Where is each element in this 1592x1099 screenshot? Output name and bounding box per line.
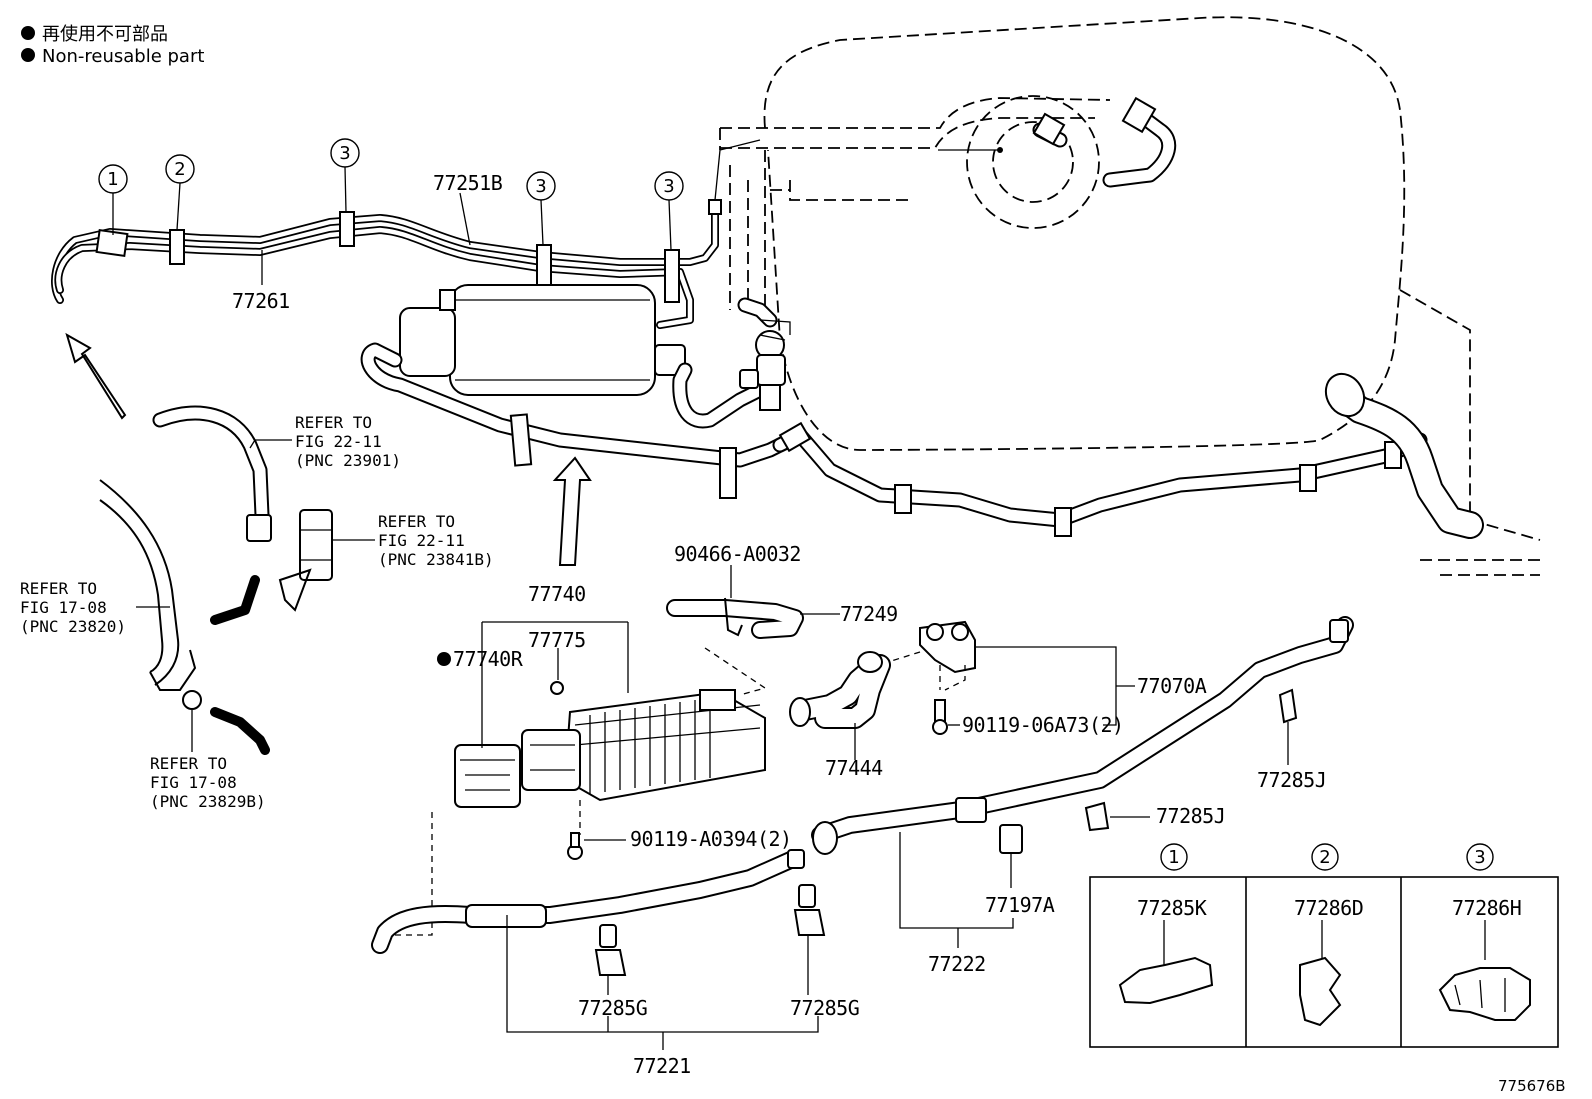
upper-labels: 77251B 77261 1 2 3 3 3 (98, 138, 684, 313)
hose-77222 (811, 616, 1354, 948)
svg-text:REFER TO: REFER TO (378, 512, 455, 531)
part-label-77249: 77249 (840, 602, 898, 626)
part-label-77285G-right: 77285G (790, 996, 859, 1020)
part-label-77070A: 77070A (1137, 674, 1207, 698)
refer-note-pnc-23820: REFER TO FIG 17-08 (PNC 23820) (20, 579, 170, 636)
figure-id: 775676B (1498, 1077, 1566, 1095)
lower-vapor-hose (772, 421, 1428, 537)
clip-table-header-1: 1 (1160, 843, 1188, 871)
clip-part-77286H: 77286H (1452, 896, 1521, 920)
svg-text:FIG 22-11: FIG 22-11 (295, 432, 382, 451)
part-label-77444: 77444 (825, 756, 883, 780)
clip-77285G-right (793, 884, 826, 995)
part-label-77285G-left: 77285G (578, 996, 647, 1020)
lower-labels: 77740 77775 77740R 90466-A0032 77249 770… (437, 542, 1327, 1078)
filler-neck-hose (1324, 372, 1484, 539)
hose-77221 (371, 849, 819, 1050)
part-label-77197A: 77197A (985, 893, 1055, 917)
group-bracket-77740 (375, 621, 629, 936)
hose-77249 (666, 565, 840, 696)
part-label-77251B: 77251B (433, 171, 503, 195)
svg-text:FIG 17-08: FIG 17-08 (150, 773, 237, 792)
valve-77070A (887, 620, 1135, 735)
part-label-90119-A0394: 90119-A0394(2) (630, 827, 792, 851)
svg-text:FIG 17-08: FIG 17-08 (20, 598, 107, 617)
clip-77285J-upper (1278, 688, 1298, 765)
part-label-77221: 77221 (633, 1054, 691, 1078)
canister-77740 (454, 681, 766, 860)
clip-77197A (999, 824, 1023, 888)
svg-text:REFER TO: REFER TO (20, 579, 97, 598)
clip-77285J-lower (1084, 801, 1150, 832)
svg-text:REFER TO: REFER TO (150, 754, 227, 773)
refer-note-pnc-23901: REFER TO FIG 22-11 (PNC 23901) (249, 413, 401, 470)
svg-text:(PNC 23901): (PNC 23901) (295, 451, 401, 470)
non-reusable-bullet-icon (21, 48, 35, 62)
part-label-77740: 77740 (528, 582, 586, 606)
clip-table-header-2: 2 (1311, 843, 1339, 871)
part-label-77261: 77261 (232, 289, 290, 313)
svg-text:1: 1 (107, 169, 118, 190)
vapor-line-to-valve (672, 297, 791, 429)
svg-text:REFER TO: REFER TO (295, 413, 372, 432)
svg-text:FIG 22-11: FIG 22-11 (378, 531, 465, 550)
clip-reference-table: 1 2 3 77285K 77286D 77286H (1089, 843, 1559, 1048)
svg-text:(PNC 23829B): (PNC 23829B) (150, 792, 266, 811)
svg-text:2: 2 (174, 159, 185, 180)
part-label-77285J-upper: 77285J (1257, 768, 1326, 792)
refer-note-pnc-23841B: REFER TO FIG 22-11 (PNC 23841B) (333, 512, 494, 569)
part-label-90466-A0032: 90466-A0032 (674, 542, 801, 566)
svg-text:3: 3 (339, 143, 350, 164)
fuel-tube-77261 (51, 139, 761, 329)
canister-assembly-view (360, 284, 808, 499)
svg-text:77740R: 77740R (453, 647, 524, 671)
clip-callout-3c: 3 (654, 171, 684, 251)
part-label-77285J-lower: 77285J (1156, 804, 1225, 828)
svg-text:1: 1 (1168, 847, 1179, 868)
refer-fig-22-11-bracket (278, 509, 333, 612)
legend: 再使用不可部品 Non-reusable part (21, 24, 204, 67)
clip-callout-2: 2 (165, 154, 195, 231)
svg-text:3: 3 (535, 176, 546, 197)
refer-note-pnc-23829B: REFER TO FIG 17-08 (PNC 23829B) (150, 710, 266, 811)
hose-77444 (789, 651, 891, 760)
part-label-77222: 77222 (928, 952, 986, 976)
part-label-77740R: 77740R (437, 647, 524, 671)
clip-table-header-3: 3 (1466, 843, 1494, 871)
refer-fig-17-08-hose (99, 479, 270, 755)
clip-callout-1: 1 (98, 164, 128, 235)
clip-part-77285K: 77285K (1137, 896, 1207, 920)
tank-filler-pipe (1032, 96, 1177, 188)
clip-77285K-shape (1118, 956, 1214, 1005)
refer-fig-22-11-hose (152, 405, 272, 542)
legend-en-text: Non-reusable part (42, 46, 204, 67)
part-label-90119-06A73: 90119-06A73(2) (962, 713, 1124, 737)
svg-text:(PNC 23820): (PNC 23820) (20, 617, 126, 636)
clip-77286D-shape (1299, 956, 1342, 1027)
svg-text:3: 3 (663, 176, 674, 197)
part-label-77775: 77775 (528, 628, 586, 652)
clip-callout-3a: 3 (330, 138, 360, 213)
clip-77286H-shape (1438, 967, 1531, 1021)
clip-callout-3b: 3 (526, 171, 556, 246)
legend-jp-text: 再使用不可部品 (42, 24, 168, 45)
clip-77285G-left (594, 924, 627, 995)
svg-text:3: 3 (1474, 847, 1485, 868)
fuel-tank-outline (719, 16, 1541, 576)
svg-text:2: 2 (1319, 847, 1330, 868)
svg-text:(PNC 23841B): (PNC 23841B) (378, 550, 494, 569)
clip-part-77286D: 77286D (1294, 896, 1363, 920)
direction-arrows (65, 332, 592, 566)
non-reusable-bullet-icon (21, 26, 35, 40)
